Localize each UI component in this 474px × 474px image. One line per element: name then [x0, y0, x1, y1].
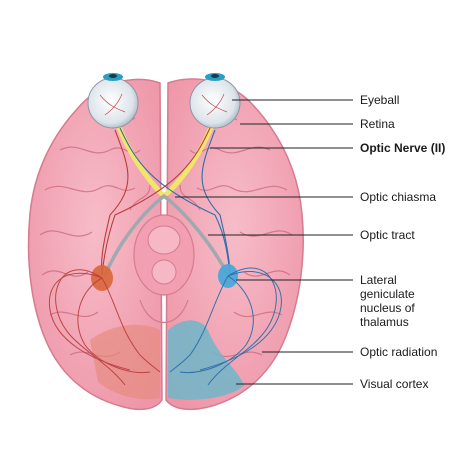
optic-radiation-right	[169, 267, 282, 386]
optic-tracts	[103, 194, 230, 277]
label-optic-chiasma: Optic chiasma	[360, 190, 436, 204]
label-lgn-line1: Lateral	[360, 273, 397, 287]
label-lgn-line4: thalamus	[360, 315, 409, 329]
label-optic-radiation: Optic radiation	[360, 345, 437, 359]
right-eyeball	[189, 73, 241, 129]
label-retina: Retina	[360, 117, 395, 131]
leader-lines	[175, 99, 353, 385]
brainstem	[133, 214, 195, 324]
visual-cortex-left	[90, 324, 160, 400]
left-eyeball	[87, 73, 139, 129]
fiber-lines	[100, 127, 231, 276]
label-optic-nerve: Optic Nerve (II)	[360, 141, 445, 155]
label-visual-cortex: Visual cortex	[360, 377, 428, 391]
label-optic-tract: Optic tract	[360, 228, 415, 242]
visual-cortex-right	[168, 320, 244, 400]
label-eyeball: Eyeball	[360, 93, 399, 107]
label-lgn-line2: geniculate	[360, 287, 415, 301]
labels: Eyeball Retina Optic Nerve (II) Optic ch…	[360, 93, 445, 391]
optic-radiation-left	[48, 269, 161, 386]
label-lgn-line3: nucleus of	[360, 301, 415, 315]
